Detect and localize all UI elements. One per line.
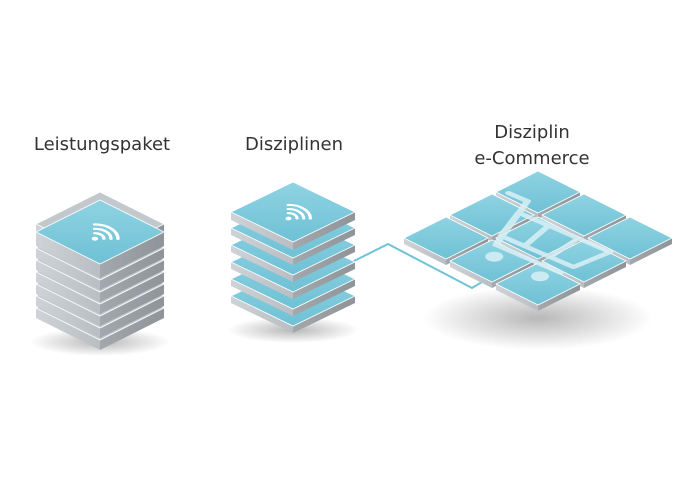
disziplin-label: Disziplin [494,122,570,143]
disziplinen-stack [227,181,359,343]
shopping-cart-icon [485,191,614,282]
leistungspaket-label: Leistungspaket [33,134,171,155]
ecommerce-label: e-Commerce [474,148,590,169]
top-tile [35,199,165,274]
ecommerce-tile-grid [403,170,673,350]
leistungspaket-stack [30,191,170,356]
top-tile [230,181,356,250]
wifi-icon [91,223,120,241]
wifi-icon [285,203,312,221]
disziplinen-label: Disziplinen [244,134,343,155]
